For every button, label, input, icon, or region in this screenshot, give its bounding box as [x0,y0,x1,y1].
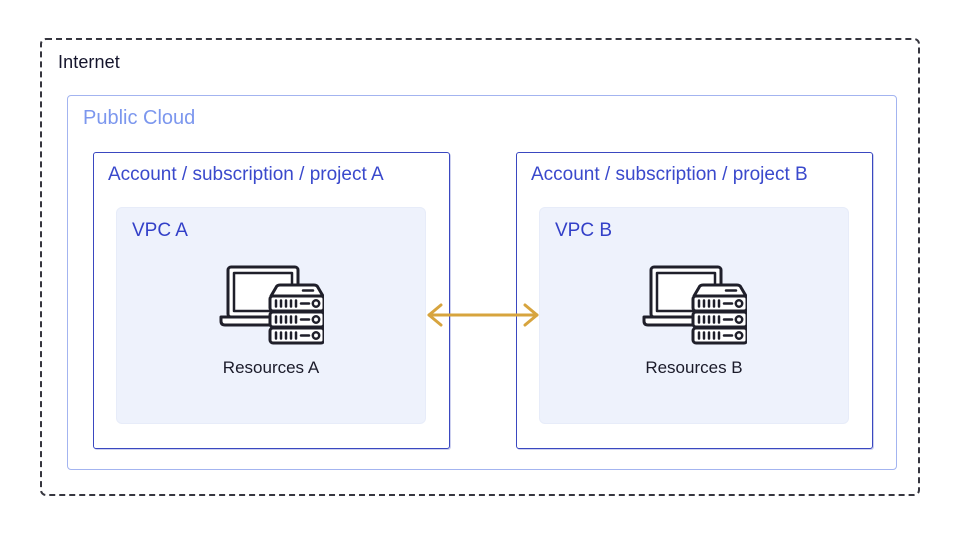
account-a-boundary: Account / subscription / project A VPC A [93,152,450,449]
laptop-server-icon [642,265,747,345]
resources-b-label: Resources B [645,358,743,377]
internet-boundary: Internet Public Cloud Account / subscrip… [40,38,920,496]
public-cloud-boundary: Public Cloud Account / subscription / pr… [67,95,897,470]
laptop-server-icon [219,265,324,345]
vpc-a-label: VPC A [132,220,188,241]
vpc-b-boundary: VPC B [539,207,849,424]
internet-label: Internet [58,52,120,72]
vpc-b-label: VPC B [555,220,613,241]
double-headed-arrow-icon [427,303,539,327]
resources-a-label: Resources A [222,358,320,377]
account-b-boundary: Account / subscription / project B VPC B [516,152,873,449]
account-b-title: Account / subscription / project B [531,164,808,185]
vpc-a-boundary: VPC A [116,207,426,424]
account-a-title: Account / subscription / project A [108,164,384,185]
public-cloud-label: Public Cloud [83,107,196,129]
